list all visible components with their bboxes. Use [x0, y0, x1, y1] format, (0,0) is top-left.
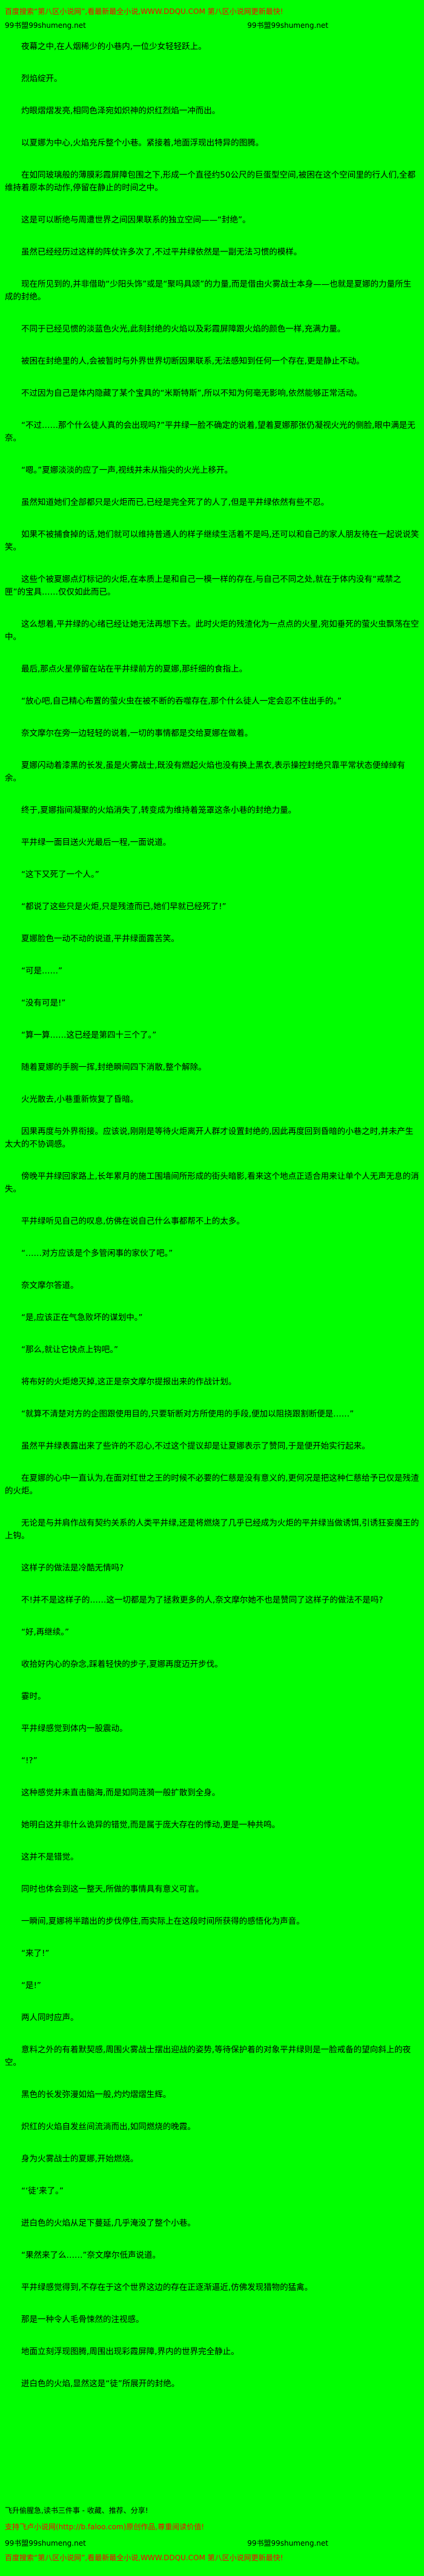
- novel-paragraph: “不过……那个什么徒人真的会出现吗?”平井绿一脸不确定的说着,望着夏娜那张仍凝视…: [5, 421, 416, 443]
- novel-paragraph: 因果再度与外界衔接。应该说,刚刚是等待火炬离开人群才设置封绝的,因此再度回到昏暗…: [5, 1127, 414, 1149]
- novel-paragraph: 这是可以断绝与周遭世界之间因果联系的独立空间——“封绝”。: [21, 215, 251, 225]
- novel-paragraph: 将布好的火炬熄灭掉,这正是奈文摩尔提报出来的作战计划。: [21, 1377, 237, 1387]
- novel-paragraph: “!?”: [21, 1756, 38, 1766]
- novel-paragraph: “那么,就让它快点上钩吧。”: [21, 1345, 119, 1355]
- novel-paragraph: 不!并不是这样子的……这一切都是为了拯救更多的人,奈文摩尔她不也是赞同了这样子的…: [21, 1595, 383, 1605]
- novel-body: 夜幕之中,在人烟稀少的小巷内,一位少女轻轻跃上。烈焰绽开。灼眼熠熠发亮,相同色泽…: [5, 41, 419, 2410]
- novel-paragraph: “嗯。”夏娜淡淡的应了一声,视线并未从指尖的火光上移开。: [21, 465, 233, 475]
- novel-paragraph: 不过因为自己是体内隐藏了某个宝具的“米斯特斯”,所以不知为何毫无影响,依然能够正…: [21, 389, 362, 398]
- novel-paragraph: 她明白这并非什么诡异的错觉,而是属于庞大存在的悸动,更是一种共鸣。: [21, 1820, 280, 1830]
- novel-paragraph: 平井绿一面目送火光最后一程,一面说道。: [21, 838, 171, 847]
- novel-paragraph: “……对方应该是个多管闲事的家伙了吧。”: [21, 1249, 173, 1258]
- novel-paragraph: “都说了这些只是火炬,只是残渣而已,她们早就已经死了!”: [21, 902, 227, 912]
- novel-paragraph: 虽然已经经历过这样的阵仗许多次了,不过平井绿依然是一副无法习惯的模样。: [21, 247, 302, 257]
- novel-paragraph: 奈文摩尔答道。: [21, 1281, 79, 1290]
- bottom-site-row: 99书盟99shumeng.net 99书盟99shumeng.net: [5, 2537, 419, 2552]
- novel-paragraph: 夏娜脸色一动不动的说道,平井绿面露苦笑。: [21, 934, 179, 944]
- novel-paragraph: 意料之外的有着默契感,周围火雾战士摆出迎战的姿势,等待保护着的对象平井绿则是一脸…: [5, 2045, 411, 2067]
- novel-paragraph: 夏娜闪动着漆黑的长发,虽是火雾战士,既没有燃起火焰也没有换上黑衣,表示操控封绝只…: [5, 761, 405, 783]
- novel-paragraph: “放心吧,自己精心布置的萤火虫在被不断的吞噬存在,那个什么徒人一定会忍不住出手的…: [21, 696, 342, 706]
- novel-paragraph: 这种感觉并未直击脑海,而是如同涟漪一般扩散到全身。: [21, 1788, 220, 1798]
- novel-paragraph: 以夏娜为中心,火焰充斥整个小巷。紧接着,地面浮现出特异的图腾。: [21, 138, 264, 148]
- novel-paragraph: “就算不清楚对方的企图跟使用目的,只要斩断对方所使用的手段,便加以阻挠跟割断便是…: [21, 1409, 354, 1419]
- novel-paragraph: 这样子的做法是冷酷无情吗?: [21, 1563, 124, 1573]
- novel-paragraph: 虽然平井绿表露出来了些许的不忍心,不过这个提议却是让夏娜表示了赞同,于是便开始实…: [21, 1441, 370, 1451]
- novel-paragraph: 被困在封绝里的人,会被暂时与外界世界切断因果联系,无法感知到任何一个存在,更是静…: [21, 356, 365, 366]
- novel-paragraph: 这些个被夏娜点灯标记的火炬,在本质上是和自己一模一样的存在,与自己不同之处,就在…: [5, 575, 402, 597]
- novel-paragraph: 现在所见到的,并非借助“少阳头饰”或是“聚吗具颂”的力量,而是借由火雾战士本身—…: [5, 279, 412, 302]
- novel-paragraph: 平井绿听见自己的叹息,仿佛在说自己什么事都帮不上的太多。: [21, 1216, 245, 1226]
- novel-paragraph: “来了!”: [21, 1949, 50, 1958]
- novel-paragraph: 奈文摩尔在旁一边轻轻的说着,一切的事情都是交给夏娜在做着。: [21, 729, 253, 738]
- novel-paragraph: “‘徒’来了。”: [21, 2186, 64, 2196]
- novel-paragraph: 在如同玻璃般的薄膜彩霞屏障包围之下,形成一个直径约50公尺的巨蛋型空间,被困在这…: [5, 170, 416, 193]
- novel-paragraph: 夜幕之中,在人烟稀少的小巷内,一位少女轻轻跃上。: [21, 42, 207, 52]
- faloo-support-line: 支持飞卢小说网(http://b.faloo.com)原创作品,尊重阅读价值!: [5, 2523, 205, 2531]
- novel-paragraph: 迸白色的火焰,显然这是“徒”所展开的封绝。: [21, 2379, 180, 2389]
- novel-paragraph: “这下又死了一个人。”: [21, 870, 99, 879]
- top-site-row: 99书盟99shumeng.net 99书盟99shumeng.net: [5, 18, 419, 41]
- novel-paragraph: 无论是与并肩作战有契约关系的人类平井绿,还是将燃烧了几乎已经成为火炬的平井绿当做…: [5, 1518, 419, 1541]
- novel-paragraph: 灼眼熠熠发亮,相同色泽宛如炽神的炽红烈焰一冲而出。: [21, 106, 220, 116]
- novel-paragraph: 不同于已经见惯的淡蓝色火光,此刻封绝的火焰以及彩霞屏障跟火焰的颜色一样,充满力量…: [21, 324, 346, 334]
- novel-paragraph: 身为火雾战士的夏娜,开始燃烧。: [21, 2154, 139, 2164]
- novel-paragraph: 虽然知道她们全部都只是火炬而已,已经是完全死了的人了,但是平井绿依然有些不忍。: [21, 498, 330, 507]
- novel-paragraph: 同时也体会到这一整天,所做的事情具有意义可言。: [21, 1884, 204, 1894]
- novel-paragraph: 霎时。: [21, 1692, 46, 1701]
- novel-paragraph: “算一算……这已经是第四十三个了。”: [21, 1030, 157, 1040]
- novel-paragraph: 火光散去,小巷重新恢复了昏暗。: [21, 1095, 139, 1104]
- novel-paragraph: 这并不是错觉。: [21, 1852, 79, 1862]
- novel-paragraph: 炽红的火焰自发丝间流淌而出,如同燃烧的晚霞。: [21, 2122, 196, 2132]
- novel-paragraph: “是,应该正在气急败坏的谋划中。”: [21, 1313, 143, 1323]
- novel-paragraph: 一瞬间,夏娜将半踏出的步伐停住,而实际上在这段时间所获得的感悟化为声音。: [21, 1917, 305, 1926]
- novel-paragraph: 随着夏娜的手腕一挥,封绝瞬间四下消散,整个解除。: [21, 1063, 207, 1072]
- novel-paragraph: “好,再继续。”: [21, 1627, 70, 1637]
- footer: 飞升偷腥急,读书三件事 - 收藏、推荐、分享! 支持飞卢小说网(http://b…: [5, 2505, 419, 2568]
- novel-paragraph: 黑色的长发弥漫如焰一般,灼灼熠熠生辉。: [21, 2090, 171, 2100]
- novel-paragraph: “可是……”: [21, 966, 62, 976]
- novel-paragraph: 平井绿感觉得到,不存在于这个世界这边的存在正逐渐逼近,仿佛发现猎物的猛禽。: [21, 2283, 313, 2292]
- site-name-right: 99书盟99shumeng.net: [247, 2539, 328, 2548]
- novel-paragraph: 傍晚平井绿回家路上,长年累月的施工围墙间所形成的街头暗影,看来这个地点正适合用来…: [5, 1172, 419, 1194]
- novel-paragraph: 迸白色的火焰从足下蔓延,几乎淹没了整个小巷。: [21, 2218, 196, 2228]
- novel-paragraph: “是!”: [21, 1981, 41, 1990]
- site-name-right: 99书盟99shumeng.net: [247, 21, 328, 30]
- novel-paragraph: “没有可是!”: [21, 998, 66, 1008]
- novel-paragraph: 地面立刻浮现图腾,周围出现彩霞屏障,界内的世界完全静止。: [21, 2347, 239, 2357]
- site-name-left: 99书盟99shumeng.net: [5, 2539, 86, 2548]
- novel-paragraph: 收拾好内心的杂念,踩着轻快的步子,夏娜再度迈开步伐。: [21, 1660, 223, 1669]
- novel-paragraph: 那是一种令人毛骨悚然的注视感。: [21, 2315, 144, 2324]
- novel-paragraph: 平井绿感觉到体内一股震动。: [21, 1724, 128, 1733]
- site-name-left: 99书盟99shumeng.net: [5, 21, 86, 30]
- novel-paragraph: 烈焰绽开。: [21, 74, 62, 84]
- share-tips-line: 飞升偷腥急,读书三件事 - 收藏、推荐、分享!: [5, 2506, 148, 2515]
- top-promo-line: 百度搜索“第八区小说网”,看最新最全小说,WWW.DDQU.COM 第八区小说网…: [5, 7, 283, 16]
- novel-paragraph: 终于,夏娜指间凝聚的火焰消失了,转变成为维持着笼罩这条小巷的封绝力量。: [21, 806, 297, 815]
- novel-paragraph: 这么想着,平井绿的心绪已经让她无法再想下去。此时火炬的残渣化为一点点的火星,宛如…: [5, 619, 419, 642]
- novel-paragraph: 两人同时应声。: [21, 2013, 79, 2023]
- novel-paragraph: “果然来了么……”奈文摩尔低声说道。: [21, 2251, 161, 2260]
- novel-paragraph: 如果不被捕食掉的话,她们就可以维持普通人的样子继续生活着不是吗,还可以和自己的家…: [5, 530, 419, 552]
- bottom-promo-line: 百度搜索“第八区小说网”,看最新最全小说,WWW.DDQU.COM 第八区小说网…: [5, 2554, 283, 2562]
- novel-paragraph: 在夏娜的心中一直认为,在面对红世之王的时候不必要的仁慈是没有意义的,更何况是把这…: [5, 1473, 419, 1496]
- novel-paragraph: 最后,那点火星停留在站在平井绿前方的夏娜,那纤细的食指上。: [21, 664, 248, 674]
